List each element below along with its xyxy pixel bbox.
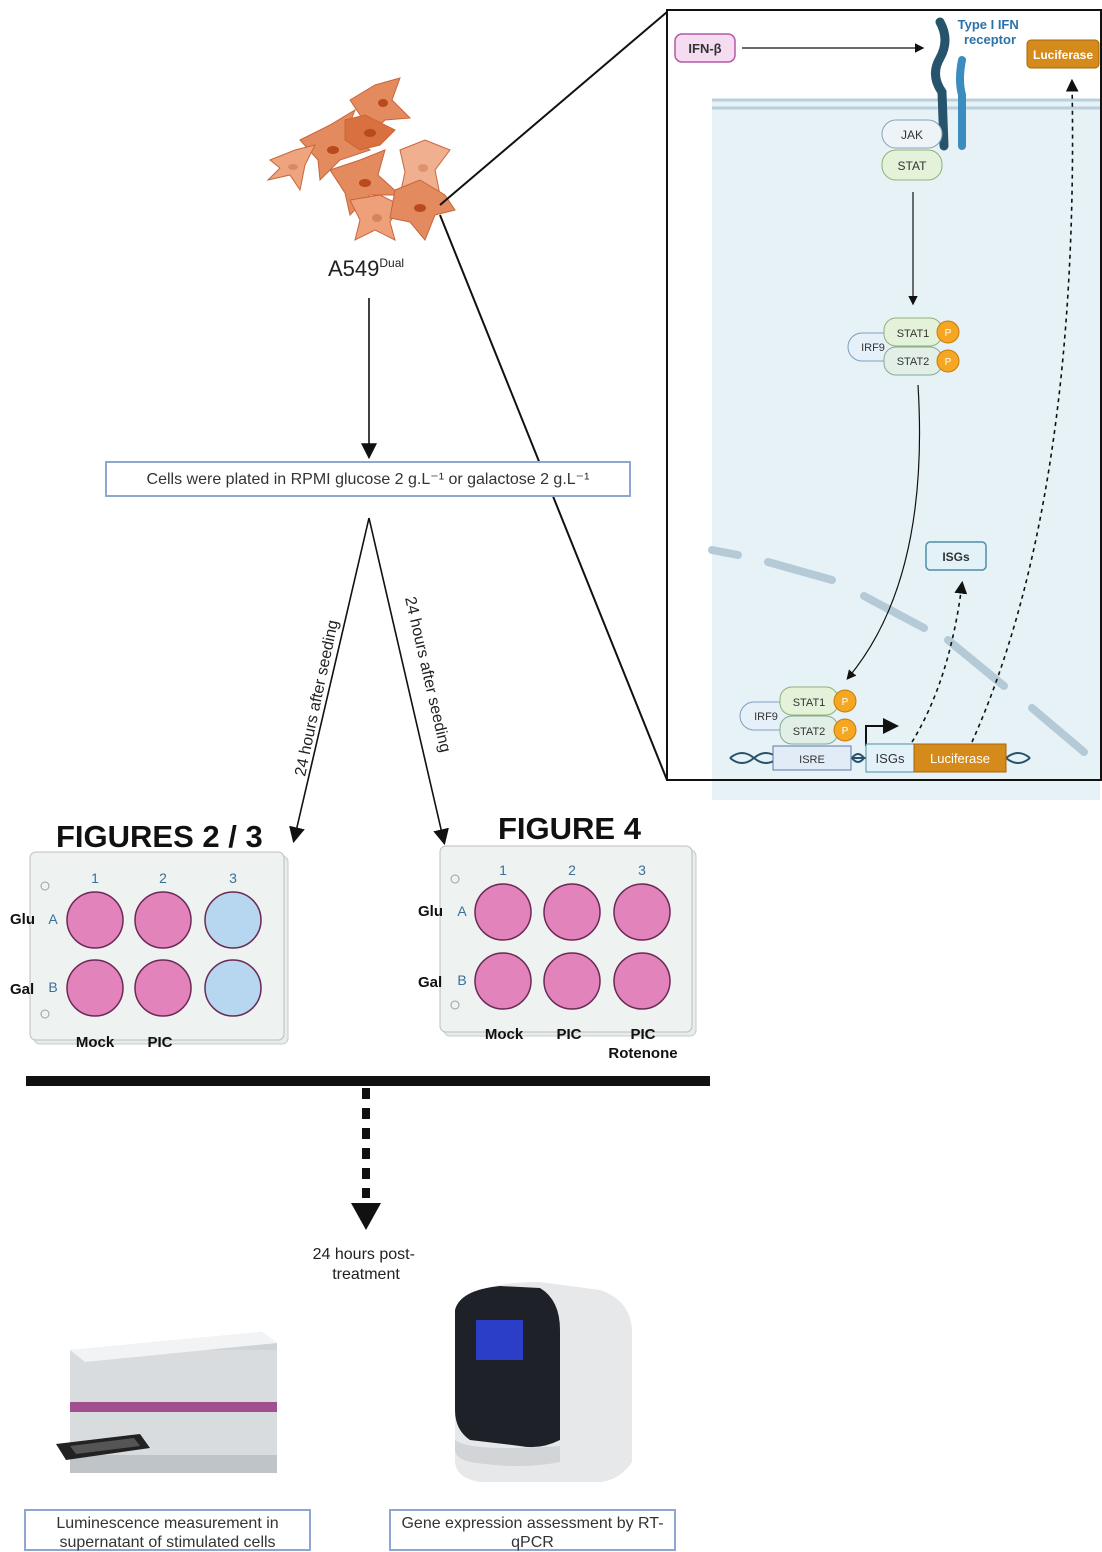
ifn-beta-box: [674, 33, 736, 63]
phospho-label-stat1-nuclear: P: [842, 697, 849, 708]
receptor-label-line-2: receptor: [964, 32, 1016, 47]
plate-right-well-a2: [543, 883, 601, 941]
plate-right-well-a1: [474, 883, 532, 941]
plate-right-row-label-glu: Glu: [418, 903, 443, 920]
luminescence-readout-text: Luminescence measurement in supernatant …: [56, 1515, 279, 1551]
cell-line-superscript: Dual: [379, 256, 404, 270]
stat1-nuclear-label: STAT1: [793, 697, 826, 709]
plate-right-well-b3: [613, 952, 671, 1010]
jak-box: [881, 119, 943, 149]
stat2-nuclear-label: STAT2: [793, 726, 826, 738]
isgs-gene-box: [865, 743, 915, 773]
plate-right-label-pic-rotenone-2: Rotenone: [608, 1045, 677, 1062]
dna-strand-icon: [729, 752, 1031, 764]
irf9-label: IRF9: [861, 342, 885, 354]
stat-label: STAT: [898, 159, 928, 173]
a549-cells-illustration: [266, 77, 456, 241]
luminescence-readout-box: Luminescence measurement in supernatant …: [24, 1509, 311, 1551]
arrow-branch-left: [289, 517, 370, 844]
plating-conditions-box: Cells were plated in RPMI glucose 2 g.L⁻…: [105, 461, 631, 497]
plate-right-row-b: B: [457, 972, 466, 988]
jak-label: JAK: [901, 128, 923, 142]
plate-left-row-a: A: [48, 911, 58, 927]
transcription-start-icon: [865, 718, 899, 746]
plate-left-row-label-gal: Gal: [10, 981, 34, 998]
luciferase-gene-box: [913, 743, 1007, 773]
arrow-branch-right: [368, 517, 449, 846]
phospho-label-stat2-nuclear: P: [842, 726, 849, 737]
receptor-label: Type I IFN receptor: [958, 17, 1023, 47]
plate-left-well-b1: [66, 959, 124, 1017]
stat1-label: STAT1: [897, 328, 930, 340]
phospho-label-stat2: P: [945, 357, 952, 368]
nuclear-membrane: [708, 546, 1088, 756]
plate-left-label-mock: Mock: [76, 1034, 115, 1051]
qpcr-readout-box: Gene expression assessment by RT-qPCR: [389, 1509, 676, 1551]
cell-line-label: A549Dual: [328, 256, 404, 281]
plate-right: FIGURE 4 1 2 3 A B Glu Gal Mock PIC PIC …: [418, 811, 697, 1062]
arrow-to-readouts-head: [351, 1203, 381, 1230]
post-treatment-text-line-2: treatment: [332, 1266, 400, 1283]
zoom-line-bottom: [439, 214, 668, 781]
isgs-product-box: [925, 541, 987, 571]
stat2-label: STAT2: [897, 356, 930, 368]
arrow-luciferase-expression: [971, 78, 1079, 743]
plate-left-row-label-glu: Glu: [10, 911, 35, 928]
plate-left-label-pic: PIC: [147, 1034, 172, 1051]
arrow-isgs-expression: [911, 580, 968, 743]
plate-left-well-a2: [134, 891, 192, 949]
isre-box: [772, 745, 852, 771]
qpcr-machine-illustration: [455, 1282, 632, 1482]
plate-left-well-a1: [66, 891, 124, 949]
plate-left-row-b: B: [48, 979, 57, 995]
plate-right-label-pic: PIC: [556, 1026, 581, 1043]
phospho-icon-stat2-nuclear: [833, 718, 857, 742]
luciferase-gene-label: Luciferase: [930, 751, 990, 766]
plate-left-col-3: 3: [229, 870, 237, 886]
phospho-icon-stat1-nuclear: [833, 689, 857, 713]
luciferase-protein-label: Luciferase: [1033, 48, 1093, 62]
zoom-line-top: [439, 11, 668, 206]
plate-left-well-b3: [204, 959, 262, 1017]
type-i-ifn-receptor-icon: [931, 17, 966, 151]
irf9-nuclear-label: IRF9: [754, 711, 778, 723]
plate-reader-illustration: [56, 1332, 277, 1473]
pathway-panel: Type I IFN receptor IFN-β Luciferase JAK…: [666, 9, 1102, 800]
plate-right-col-2: 2: [568, 862, 576, 878]
phospho-icon-stat1: [936, 320, 960, 344]
plating-conditions-text: Cells were plated in RPMI glucose 2 g.L⁻…: [146, 471, 590, 488]
plate-right-col-3: 3: [638, 862, 646, 878]
phospho-icon-stat2: [936, 349, 960, 373]
post-treatment-label: 24 hours post- treatment: [313, 1246, 420, 1283]
plate-right-row-a: A: [457, 903, 467, 919]
isgs-gene-label: ISGs: [876, 751, 905, 766]
plate-left-col-1: 1: [91, 870, 99, 886]
plate-left-well-b2: [134, 959, 192, 1017]
branch-left-label: 24 hours after seeding: [292, 619, 342, 778]
plate-left: FIGURES 2 / 3 1 2 3 A B Glu Gal Mock PIC: [10, 819, 289, 1051]
isgs-product-label: ISGs: [942, 550, 970, 564]
arrow-complex-to-nucleus: [846, 384, 921, 680]
plate-left-col-2: 2: [159, 870, 167, 886]
plate-right-row-label-gal: Gal: [418, 974, 442, 991]
luciferase-protein-box: [1026, 39, 1100, 69]
stat-box: [881, 149, 943, 181]
plate-right-well-b2: [543, 952, 601, 1010]
plate-right-well-b1: [474, 952, 532, 1010]
plate-right-label-mock: Mock: [485, 1026, 524, 1043]
isre-label: ISRE: [799, 754, 825, 766]
qpcr-readout-text: Gene expression assessment by RT-qPCR: [401, 1515, 664, 1551]
post-treatment-text: 24 hours post-: [313, 1246, 415, 1263]
plate-right-well-a3: [613, 883, 671, 941]
plate-left-well-a3: [204, 891, 262, 949]
plate-right-label-pic-rotenone-1: PIC: [630, 1026, 655, 1043]
ifn-beta-label: IFN-β: [688, 41, 721, 56]
phospho-label-stat1: P: [945, 328, 952, 339]
plate-right-heading: FIGURE 4: [498, 811, 642, 846]
plate-left-heading: FIGURES 2 / 3: [56, 819, 263, 854]
merge-bar: [26, 1076, 710, 1086]
branch-right-label: 24 hours after seeding: [401, 595, 453, 754]
plate-right-col-1: 1: [499, 862, 507, 878]
